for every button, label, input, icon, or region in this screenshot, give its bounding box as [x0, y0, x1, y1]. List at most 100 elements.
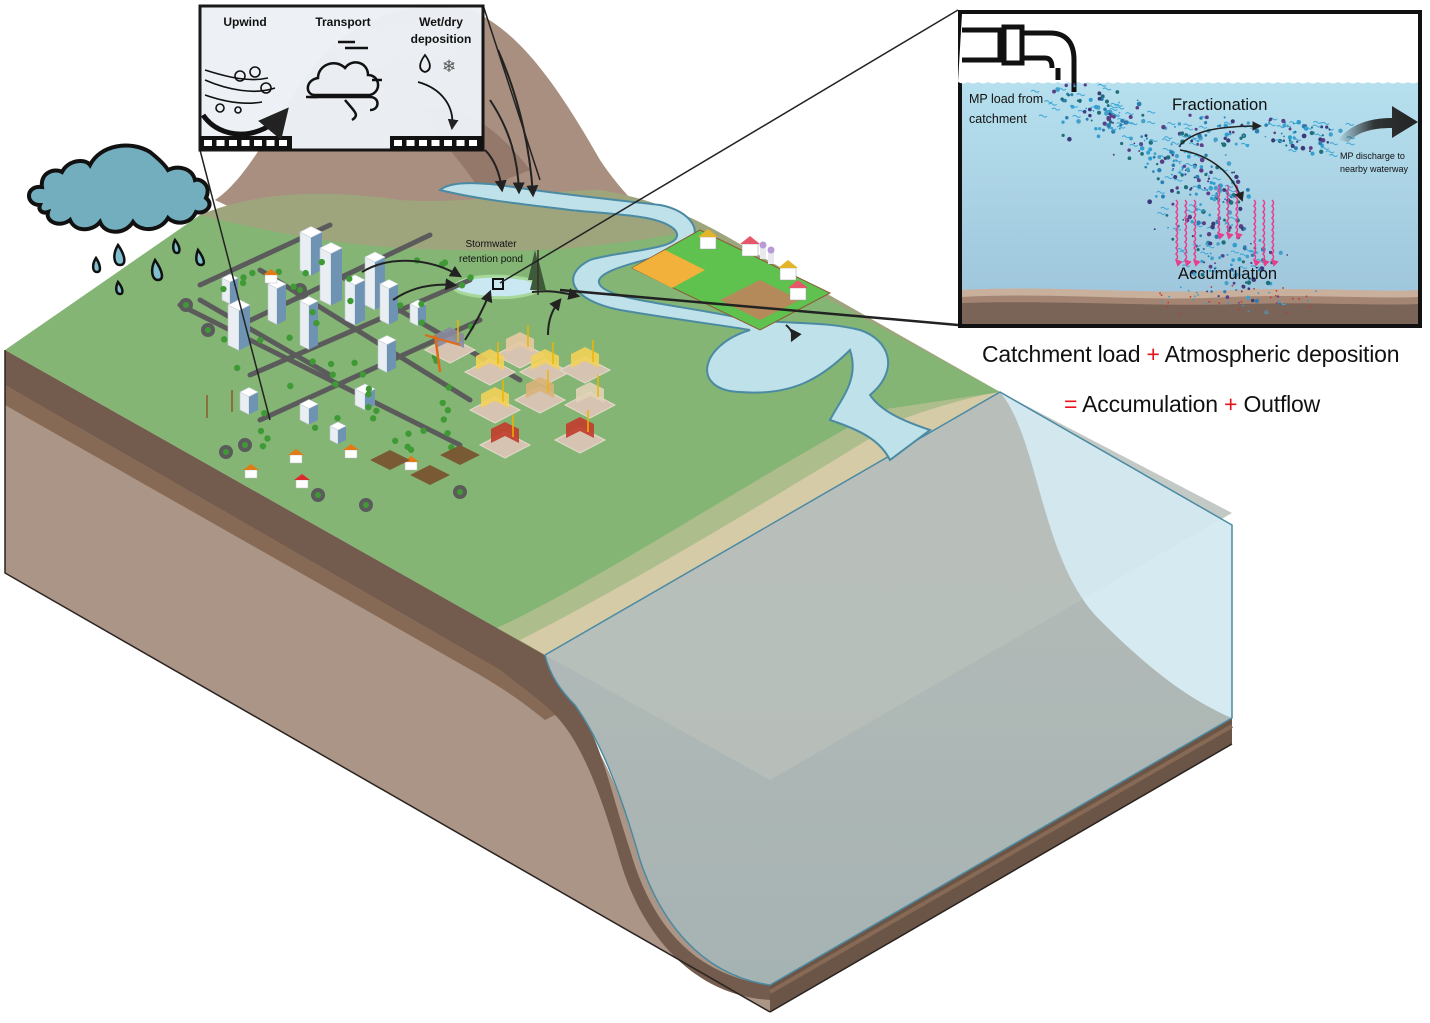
particle: [1196, 248, 1200, 252]
particle: [1233, 171, 1236, 174]
sediment-particle: [1231, 284, 1234, 287]
arrow-pond-to-river: [531, 288, 581, 300]
particle: [1070, 93, 1074, 97]
particle: [1169, 150, 1174, 154]
particle: [1200, 272, 1205, 277]
particle: [1199, 116, 1203, 120]
fiber-particle: [1193, 154, 1203, 158]
particle: [1276, 295, 1280, 298]
particle: [1096, 134, 1101, 139]
fiber-particle: [1115, 106, 1125, 110]
particle: [1153, 228, 1156, 231]
particle: [1199, 168, 1204, 173]
particle: [1192, 272, 1197, 276]
sediment-particle: [1195, 291, 1198, 294]
atmospheric-inset: Upwind Transport Wet/dry deposition ❄: [198, 4, 485, 152]
particle: [1115, 90, 1120, 94]
tree: [440, 416, 448, 423]
fiber-particle: [1192, 243, 1202, 247]
particle: [1210, 256, 1214, 261]
particle: [1216, 124, 1220, 128]
arrow-deposition-1: [484, 149, 507, 193]
fiber-particle: [1223, 121, 1233, 125]
tree: [405, 430, 412, 437]
fiber-particle: [1148, 139, 1158, 143]
particle: [1283, 135, 1285, 138]
fiber-particle: [1076, 93, 1086, 97]
sediment-particle: [1160, 294, 1163, 296]
particle: [1221, 240, 1226, 245]
fiber-particle: [1097, 83, 1107, 87]
particle: [1124, 120, 1129, 125]
particle: [1190, 219, 1194, 224]
particle: [1199, 234, 1203, 238]
particle: [1182, 164, 1187, 168]
particle: [1112, 153, 1115, 156]
particle: [1228, 130, 1232, 134]
water-surface: [958, 14, 1418, 84]
particle: [1141, 118, 1146, 124]
road: [197, 297, 333, 378]
particle: [1204, 121, 1208, 124]
tree: [444, 407, 452, 414]
particle: [1182, 218, 1185, 221]
particle: [1170, 173, 1173, 176]
runoff-flow-arrows: [361, 49, 802, 343]
building-roof: [379, 279, 399, 289]
fiber-particle: [1240, 142, 1250, 146]
particle: [1078, 98, 1082, 103]
zoom-region-marker: [492, 278, 504, 290]
particle: [1231, 258, 1235, 262]
particle: [1230, 263, 1233, 267]
term-accumulation: Accumulation: [1082, 391, 1218, 417]
particle: [1204, 134, 1208, 137]
tree: [290, 283, 297, 290]
building-side: [355, 280, 365, 325]
tree: [467, 274, 474, 281]
building-roof: [377, 335, 397, 345]
ground-strip-right: [390, 136, 483, 150]
particle: [1146, 150, 1151, 155]
sediment-particle: [1197, 293, 1200, 296]
fiber-particle: [1313, 120, 1322, 124]
house-roof: [243, 464, 259, 470]
wind-swirl-icon: [200, 66, 289, 141]
pond-label-line2: retention pond: [459, 254, 523, 265]
particle: [1208, 264, 1213, 269]
rain-cloud-icon: [27, 143, 212, 296]
particle: [1282, 123, 1287, 128]
particle: [1101, 128, 1105, 132]
house: [244, 469, 258, 479]
building-under-construction: [566, 417, 594, 438]
particle: [1223, 290, 1227, 294]
particle: [1133, 142, 1136, 145]
particle: [1085, 117, 1089, 121]
tree: [309, 308, 316, 316]
particle: [1178, 145, 1181, 148]
particle: [1236, 235, 1241, 240]
particle: [1118, 127, 1121, 130]
fiber-particle: [1275, 139, 1284, 143]
particle: [1061, 133, 1065, 138]
particle: [1178, 162, 1181, 165]
tree: [240, 274, 247, 281]
tree: [457, 489, 463, 495]
fiber-particle: [1170, 141, 1180, 145]
sediment-particle: [1178, 313, 1180, 315]
pond-label-line1: Stormwater: [465, 239, 517, 250]
particle: [1319, 149, 1324, 154]
tree: [302, 269, 309, 277]
fiber-particle: [1210, 270, 1220, 274]
block-left-face: [4, 350, 771, 1013]
particle: [1206, 232, 1212, 237]
silo: [768, 250, 774, 264]
fiber-particle: [1238, 266, 1248, 270]
particle: [1083, 111, 1086, 114]
particle: [1108, 112, 1112, 116]
particle: [1254, 298, 1259, 303]
arrow-deposition-2: [489, 99, 525, 195]
fiber-particle: [1188, 204, 1198, 208]
fiber-particle: [1173, 178, 1183, 182]
sediment-particle: [1208, 300, 1211, 303]
sediment-particle: [1257, 292, 1260, 294]
